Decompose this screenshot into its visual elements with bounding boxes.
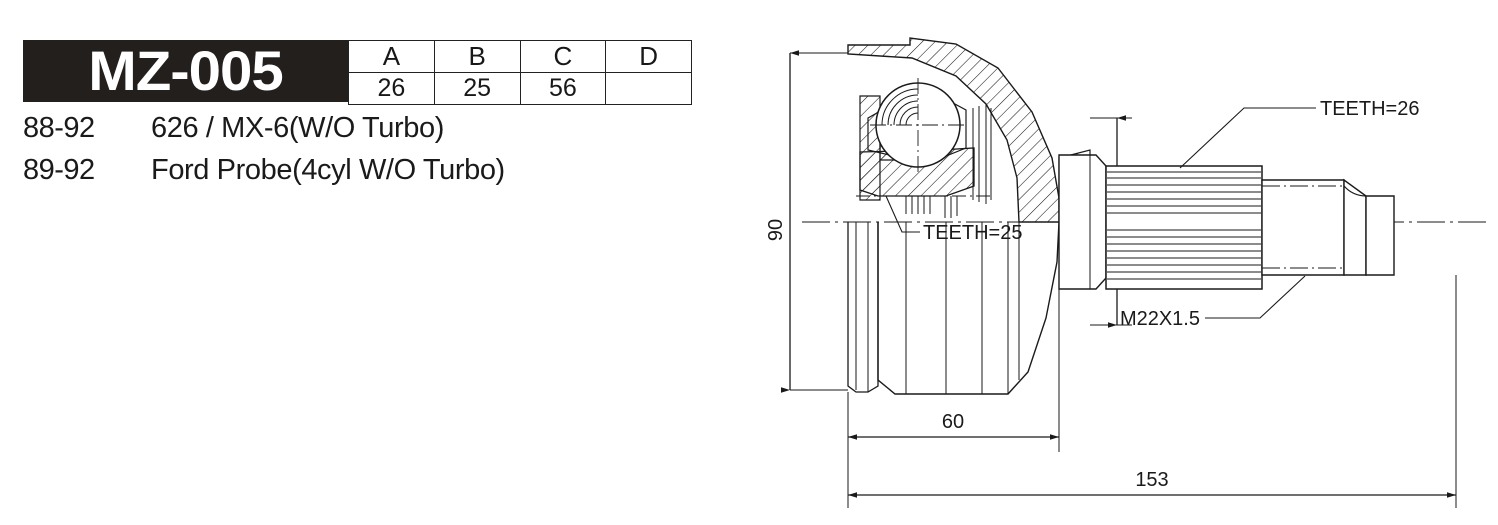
spec-table-value-row: 26 25 56 xyxy=(348,72,692,105)
spec-value-c: 56 xyxy=(519,72,607,105)
shaft-tip xyxy=(1365,195,1395,276)
spec-value-b: 25 xyxy=(433,72,521,105)
splined-shaft-section xyxy=(1105,165,1263,290)
application-model: Ford Probe(4cyl W/O Turbo) xyxy=(151,154,505,186)
annotation-inner-teeth: TEETH=25 xyxy=(885,195,1022,244)
label-thread: M22X1.5 xyxy=(1120,308,1200,330)
cv-joint-bell-housing xyxy=(847,37,1091,395)
spec-value-a: 26 xyxy=(348,72,435,105)
dimension-label-60: 60 xyxy=(942,411,964,433)
application-list: 88-92 626 / MX-6(W/O Turbo) 89-92 Ford P… xyxy=(23,112,723,196)
spec-header-d: D xyxy=(605,40,692,73)
application-row: 89-92 Ford Probe(4cyl W/O Turbo) xyxy=(23,154,723,196)
spec-table: A B C D 26 25 56 xyxy=(348,40,692,105)
technical-drawing-panel: 90 56 xyxy=(760,0,1498,525)
annotation-outer-teeth: TEETH=26 xyxy=(1179,98,1419,169)
spec-header-b: B xyxy=(433,40,521,73)
spline-teeth-lines xyxy=(1107,171,1261,280)
shaft-collar xyxy=(1058,154,1107,290)
label-teeth-26: TEETH=26 xyxy=(1320,98,1419,120)
spec-table-header-row: A B C D xyxy=(348,40,692,73)
dimension-total-length: 153 xyxy=(847,275,1457,508)
spline-tick-marks-inner xyxy=(905,196,958,218)
application-row: 88-92 626 / MX-6(W/O Turbo) xyxy=(23,112,723,154)
threaded-shaft-section xyxy=(1261,179,1345,276)
dimension-label-153: 153 xyxy=(1135,469,1168,491)
cv-joint-drawing: 90 56 xyxy=(765,37,1490,508)
part-code-badge: MZ-005 xyxy=(23,40,348,102)
part-code-label: MZ-005 xyxy=(88,39,283,102)
dimension-joint-length: 60 xyxy=(847,222,1060,452)
application-years: 89-92 xyxy=(23,154,95,186)
annotation-thread: M22X1.5 xyxy=(1120,275,1306,330)
application-years: 88-92 xyxy=(23,112,95,144)
shaft-assembly xyxy=(1058,154,1395,290)
dimension-label-90: 90 xyxy=(765,219,787,241)
spec-header-a: A xyxy=(348,40,435,73)
application-model: 626 / MX-6(W/O Turbo) xyxy=(151,112,444,144)
part-info-panel: MZ-005 A B C D 26 25 56 88-92 626 / MX-6… xyxy=(23,40,723,196)
spec-header-c: C xyxy=(519,40,607,73)
spec-value-d xyxy=(605,72,692,105)
label-teeth-25: TEETH=25 xyxy=(923,222,1022,244)
dimension-outer-diameter: 90 xyxy=(765,50,848,393)
